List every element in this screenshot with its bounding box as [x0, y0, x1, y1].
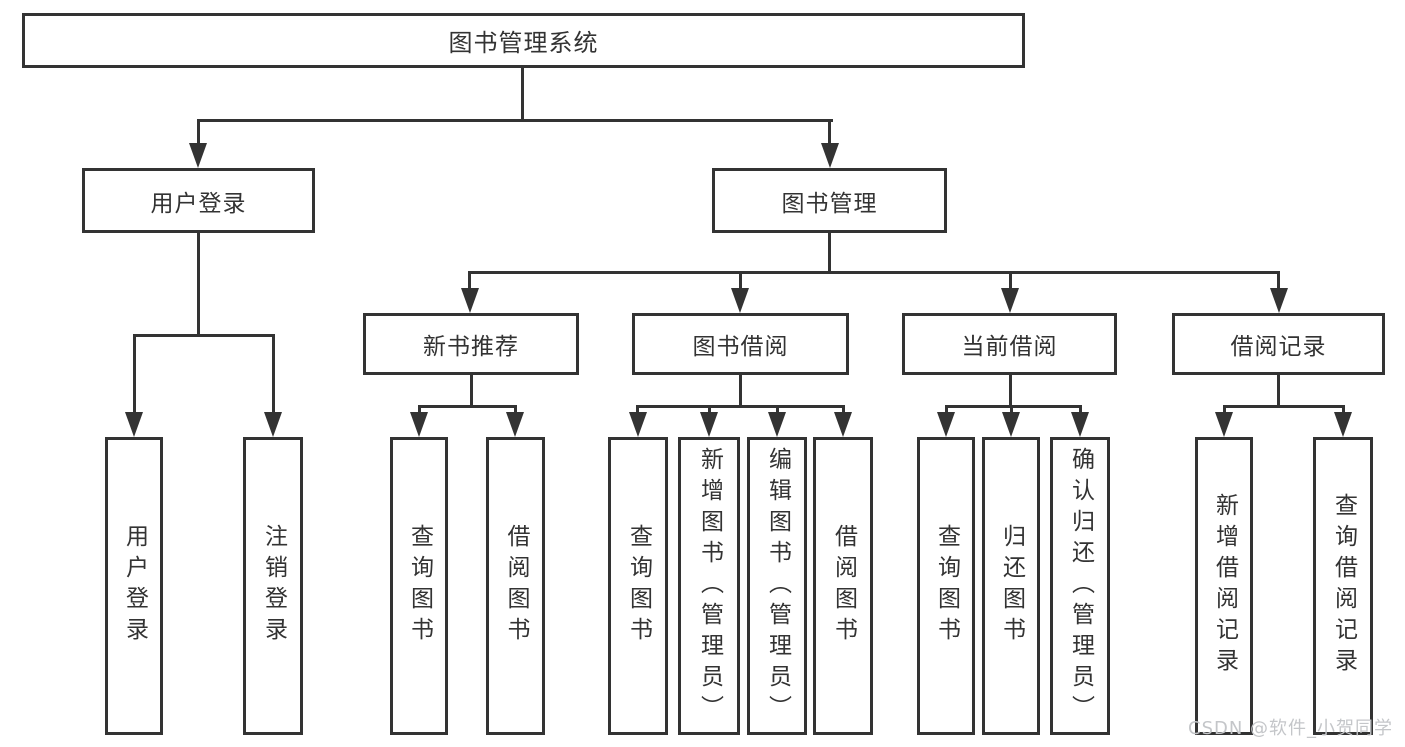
- arrow-down-icon: [189, 143, 207, 168]
- node-label: 图书管理系统: [448, 29, 599, 57]
- arrow-down-icon: [731, 288, 749, 313]
- connector-line: [197, 119, 200, 147]
- connector-line: [197, 119, 833, 122]
- connector-line: [418, 405, 517, 408]
- arrow-down-icon: [1071, 412, 1089, 437]
- connector-line: [1009, 271, 1012, 291]
- connector-line: [469, 271, 1280, 274]
- arrow-down-icon: [768, 412, 786, 437]
- connector-line: [1079, 405, 1082, 415]
- leaf-label: 注销登录: [260, 524, 287, 648]
- node-book-management: 图书管理: [712, 168, 947, 233]
- connector-line: [945, 405, 1082, 408]
- arrow-down-icon: [821, 143, 839, 168]
- arrow-down-icon: [125, 412, 143, 437]
- leaf-label: 查询图书: [933, 524, 960, 648]
- node-user-login: 用户登录: [82, 168, 315, 233]
- leaf-label: 查询图书: [625, 524, 652, 648]
- leaf-query-borrow-record: 查询借阅记录: [1313, 437, 1373, 735]
- connector-line: [418, 405, 421, 415]
- leaf-label: 归还图书: [998, 524, 1025, 648]
- connector-line: [470, 373, 473, 408]
- arrow-down-icon: [264, 412, 282, 437]
- leaf-query-books-recommend: 查询图书: [390, 437, 448, 735]
- csdn-watermark: CSDN @软件_小贺同学: [1188, 718, 1394, 739]
- connector-line: [1010, 405, 1013, 415]
- connector-line: [133, 334, 275, 337]
- connector-line: [842, 405, 845, 415]
- leaf-label: 新增借阅记录: [1211, 493, 1238, 679]
- connector-line: [708, 405, 711, 415]
- arrow-down-icon: [1215, 412, 1233, 437]
- leaf-add-borrow-record: 新增借阅记录: [1195, 437, 1253, 735]
- connector-line: [739, 373, 742, 408]
- node-book-borrow: 图书借阅: [632, 313, 849, 375]
- node-label: 当前借阅: [961, 334, 1058, 360]
- node-label: 用户登录: [150, 190, 247, 217]
- arrow-down-icon: [1334, 412, 1352, 437]
- connector-line: [739, 271, 742, 291]
- connector-line: [1009, 373, 1012, 408]
- arrow-down-icon: [1270, 288, 1288, 313]
- connector-line: [1277, 271, 1280, 291]
- arrow-down-icon: [461, 288, 479, 313]
- node-borrow-records: 借阅记录: [1172, 313, 1385, 375]
- leaf-borrow-books: 借阅图书: [813, 437, 873, 735]
- connector-line: [133, 334, 136, 416]
- leaf-label: 借阅图书: [830, 524, 857, 648]
- node-current-borrow: 当前借阅: [902, 313, 1117, 375]
- leaf-query-books-current: 查询图书: [917, 437, 975, 735]
- connector-line: [637, 405, 845, 408]
- arrow-down-icon: [1002, 412, 1020, 437]
- connector-line: [197, 231, 200, 337]
- connector-line: [1223, 405, 1226, 415]
- leaf-label: 用户登录: [121, 524, 148, 648]
- node-label: 新书推荐: [423, 334, 519, 360]
- leaf-label: 编辑图书（管理员）: [764, 446, 791, 726]
- leaf-label: 确认归还（管理员）: [1067, 446, 1094, 726]
- connector-line: [828, 231, 831, 274]
- connector-line: [272, 334, 275, 416]
- connector-line: [945, 405, 948, 415]
- connector-line: [1342, 405, 1345, 415]
- arrow-down-icon: [700, 412, 718, 437]
- leaf-user-login: 用户登录: [105, 437, 163, 735]
- connector-line: [828, 119, 831, 147]
- leaf-label: 查询借阅记录: [1330, 493, 1357, 679]
- node-new-book-recommend: 新书推荐: [363, 313, 579, 375]
- arrow-down-icon: [410, 412, 428, 437]
- connector-line: [468, 271, 471, 291]
- connector-line: [1277, 373, 1280, 408]
- connector-line: [1223, 405, 1345, 408]
- arrow-down-icon: [937, 412, 955, 437]
- leaf-borrow-books-recommend: 借阅图书: [486, 437, 545, 735]
- arrow-down-icon: [506, 412, 524, 437]
- arrow-down-icon: [1001, 288, 1019, 313]
- leaf-confirm-return-admin: 确认归还（管理员）: [1050, 437, 1110, 735]
- leaf-add-book-admin: 新增图书（管理员）: [678, 437, 740, 735]
- leaf-logout: 注销登录: [243, 437, 303, 735]
- leaf-query-books-borrow: 查询图书: [608, 437, 668, 735]
- connector-line: [636, 405, 639, 415]
- arrow-down-icon: [629, 412, 647, 437]
- leaf-return-books: 归还图书: [982, 437, 1040, 735]
- leaf-edit-book-admin: 编辑图书（管理员）: [747, 437, 807, 735]
- connector-line: [514, 405, 517, 415]
- node-label: 图书管理: [781, 190, 878, 217]
- connector-line: [776, 405, 779, 415]
- arrow-down-icon: [834, 412, 852, 437]
- node-label: 图书借阅: [692, 334, 789, 360]
- leaf-label: 新增图书（管理员）: [696, 446, 723, 726]
- leaf-label: 查询图书: [406, 524, 433, 648]
- leaf-label: 借阅图书: [503, 524, 529, 648]
- node-library-management-system: 图书管理系统: [22, 13, 1025, 68]
- connector-line: [521, 66, 524, 121]
- node-label: 借阅记录: [1230, 334, 1327, 360]
